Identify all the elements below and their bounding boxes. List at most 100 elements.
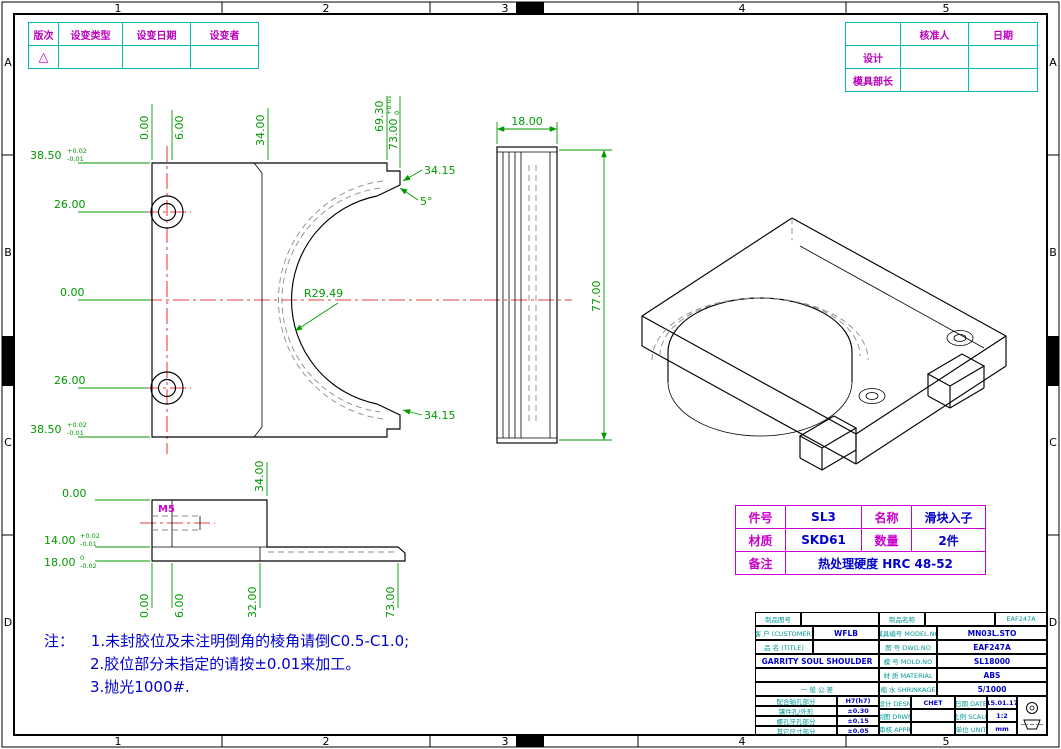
dim-label: 6.00	[173, 594, 186, 619]
part-no-value: SL3	[785, 505, 862, 529]
dim-label: 38.50	[30, 423, 62, 436]
zone-col-label: 4	[739, 2, 746, 15]
dim-label: 0.00	[60, 286, 85, 299]
dim-tolerance: +0.01	[385, 95, 393, 115]
dim-label: 69.30	[373, 101, 386, 133]
zone-col-label: 5	[943, 2, 950, 15]
dim-tolerance: 0	[80, 554, 84, 562]
dim-tolerance: -0.01	[80, 540, 97, 548]
centering-mark-top	[516, 2, 544, 14]
zone-col-label: 3	[502, 735, 509, 748]
tolerance-row-label: 螺孔牙孔部分	[755, 716, 837, 726]
revision-cell: △	[28, 45, 59, 69]
dim-tolerance: +0.02	[80, 532, 100, 540]
approval-table: 核准人 日期 设计 模具部长	[845, 22, 1038, 92]
material-label: 材质	[735, 528, 786, 552]
part-no-label: 件号	[735, 505, 786, 529]
dim-tolerance: -0.01	[67, 155, 84, 163]
side-view: 18.00 77.00	[484, 115, 612, 444]
dim-label: 34.15	[424, 164, 456, 177]
revision-table: 版次 设变类型 设变日期 设变者 △	[28, 22, 259, 69]
thread-label: M5	[158, 504, 175, 515]
tolerance-row-value: ±0.05	[837, 726, 879, 735]
approval-cell	[968, 45, 1038, 69]
date-label: 日期 DATE	[955, 696, 987, 709]
draft-label: 制图 DRWN	[879, 709, 911, 722]
zone-col-label: 2	[323, 735, 330, 748]
design-value: CHET	[911, 696, 955, 709]
front-view: 0.00 6.00 34.00 69.30 73.00 +0.01 0 38.5…	[30, 95, 482, 454]
zone-col-label: 4	[739, 735, 746, 748]
approval-date-label: 日期	[968, 22, 1038, 46]
revision-header: 设变日期	[122, 22, 191, 46]
part-name-value: 滑块入子	[911, 505, 986, 529]
tolerance-row-label: 镶件孔/外形	[755, 706, 837, 716]
dim-label: 34.15	[424, 409, 456, 422]
remark-value: 热处理硬度 HRC 48-52	[785, 551, 986, 575]
dim-label: 26.00	[54, 374, 86, 387]
approval-cell	[900, 45, 969, 69]
dim-label: 32.00	[246, 587, 259, 619]
zone-row-label: B	[1049, 246, 1057, 259]
title-block: 制品图号 制品名称 EAF247A 客 户 (CUSTOMER) WFLB 模具…	[755, 612, 1047, 735]
dim-label: 34.00	[254, 115, 267, 147]
dim-label: 38.50	[30, 149, 62, 162]
note-line: 3.抛光1000#.	[90, 678, 190, 696]
part-info-table: 件号 SL3 名称 滑块入子 材质 SKD61 数量 2件 备注 热处理硬度 H…	[735, 505, 986, 575]
material-value: ABS	[937, 668, 1047, 682]
customer-label: 客 户 (CUSTOMER)	[755, 626, 813, 640]
tolerance-row-value: ±0.30	[837, 706, 879, 716]
material-value: SKD61	[785, 528, 862, 552]
revision-header: 设变类型	[58, 22, 123, 46]
scale-label: 比例 SCALE	[955, 709, 987, 722]
title-block-cell	[813, 640, 879, 654]
dim-label: 77.00	[590, 281, 603, 313]
dim-tolerance: -0.02	[80, 562, 97, 570]
dim-tolerance: -0.01	[67, 429, 84, 437]
title-block-cell	[925, 612, 995, 626]
bottom-view: M5 34.00 0.00 14.00 +0.02 -0.01 18.00 0 …	[44, 461, 406, 619]
material-label: 材 质 MATERIAL	[879, 668, 937, 682]
qty-value: 2件	[911, 528, 986, 552]
title-block-cell	[911, 722, 955, 735]
dim-label: 26.00	[54, 198, 86, 211]
zone-row-label: A	[1049, 56, 1057, 69]
zone-row-label: D	[4, 616, 12, 629]
dim-label: 0.00	[138, 116, 151, 141]
zone-col-label: 1	[115, 735, 122, 748]
revision-cell	[190, 45, 259, 69]
notes: 注： 1.未封胶位及未注明倒角的棱角请倒C0.5-C1.0; 2.胶位部分未指定…	[44, 630, 409, 699]
centering-mark-left	[2, 336, 14, 386]
product-name-label: 制品名称	[879, 612, 925, 626]
model-no-value: MN03L.STO	[937, 626, 1047, 640]
zone-row-label: C	[4, 436, 12, 449]
dim-label: 34.00	[253, 461, 266, 493]
dwg-no-value: EAF247A	[937, 640, 1047, 654]
zone-row-label: B	[4, 246, 12, 259]
zone-row-label: D	[1049, 616, 1057, 629]
approval-cell	[968, 68, 1038, 92]
unit-value: mm	[987, 722, 1017, 735]
centering-mark-bottom	[516, 735, 544, 747]
zone-row-label: C	[1049, 436, 1057, 449]
zone-col-label: 5	[943, 735, 950, 748]
dim-tolerance: +0.02	[67, 147, 87, 155]
dim-label: 73.00	[387, 119, 400, 151]
zone-col-label: 2	[323, 2, 330, 15]
dim-tolerance: 0	[393, 111, 401, 115]
qty-label: 数量	[861, 528, 912, 552]
notes-prefix: 注：	[44, 632, 75, 650]
mold-no-value: SL18000	[937, 654, 1047, 668]
revision-header: 版次	[28, 22, 59, 46]
projection-symbol-cell	[1017, 696, 1047, 735]
dim-label: 18.00	[511, 115, 543, 128]
drawing-code: EAF247A	[995, 612, 1047, 626]
product-code-label: 制品图号	[755, 612, 801, 626]
date-value: 15.01.17	[987, 696, 1017, 709]
scale-value: 1:2	[987, 709, 1017, 722]
approval-checker-label: 核准人	[900, 22, 969, 46]
dwg-no-label: 图 号 DWG.NO	[879, 640, 937, 654]
